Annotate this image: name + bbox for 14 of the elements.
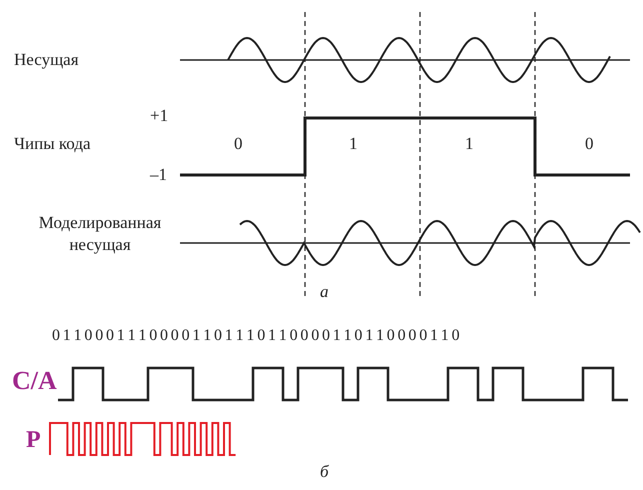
caption-letter: б — [320, 462, 329, 482]
bit-value: 0 — [234, 134, 242, 154]
code-label: P — [26, 427, 41, 454]
signal-label: Чипы кода — [14, 134, 91, 154]
bit-value: 1 — [349, 134, 358, 154]
signal-label: Несущая — [14, 50, 79, 70]
level-label: –1 — [150, 165, 167, 185]
bit-sequence: 0 1 1 0 0 0 1 1 1 0 0 0 0 1 1 0 1 1 1 0 1 1 0 0 0 0 1 1 0 1 1 0 0 0 0 1 1 0 — [52, 327, 460, 345]
signal-label: Моделированная несущая — [38, 212, 162, 256]
code-label: C/A — [12, 366, 57, 396]
level-label: +1 — [150, 106, 168, 126]
caption-letter: а — [320, 282, 328, 302]
bit-value: 0 — [585, 134, 594, 154]
bit-value: 1 — [465, 134, 474, 154]
